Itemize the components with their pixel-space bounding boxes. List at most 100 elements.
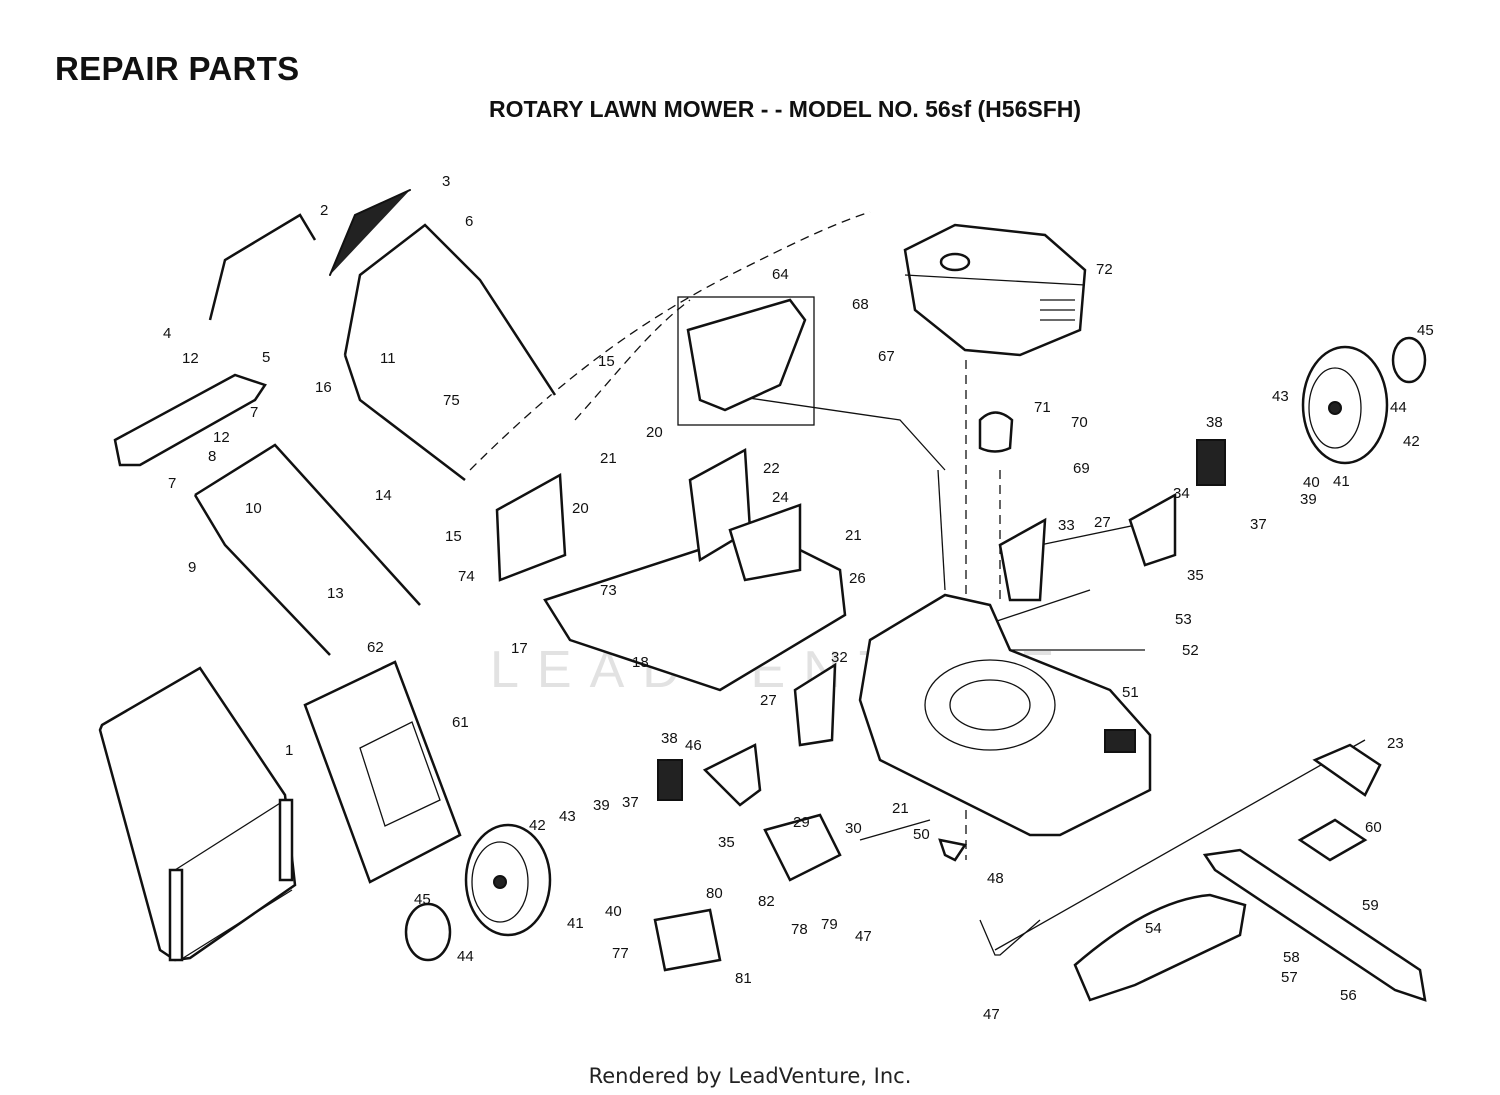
rear-adjuster-plate [1128, 492, 1177, 567]
callout-41b: 41 [567, 915, 584, 932]
callout-39b: 39 [593, 797, 610, 814]
callout-4: 4 [163, 325, 171, 342]
callout-12b: 12 [213, 429, 230, 446]
handle-grip [329, 189, 411, 276]
callout-20a: 20 [646, 424, 663, 441]
callout-58: 58 [1283, 949, 1300, 966]
bag-frame [303, 660, 462, 884]
blade-adapter [1297, 818, 1368, 862]
rear-axle-bracket-left [998, 517, 1047, 602]
page-title: REPAIR PARTS [55, 50, 300, 87]
callout-21b: 21 [845, 527, 862, 544]
front-hub-cap [404, 902, 452, 962]
blade-bolt-plate [1312, 743, 1382, 797]
callout-67: 67 [878, 348, 895, 365]
callout-14: 14 [375, 487, 392, 504]
callout-6: 6 [465, 213, 473, 230]
callout-30: 30 [845, 820, 862, 837]
callout-27a: 27 [1094, 514, 1111, 531]
callout-21c: 21 [892, 800, 909, 817]
rear-wheel [1301, 345, 1389, 465]
front-cover [763, 813, 842, 882]
callout-39a: 39 [1300, 491, 1317, 508]
callout-57: 57 [1281, 969, 1298, 986]
chute-flap [938, 838, 968, 862]
callout-38b: 38 [661, 730, 678, 747]
callout-64: 64 [772, 266, 789, 283]
rear-door [686, 298, 807, 412]
callout-77: 77 [612, 945, 629, 962]
callout-43a: 43 [1272, 388, 1289, 405]
front-axle-bracket [793, 662, 837, 747]
callout-26: 26 [849, 570, 866, 587]
callout-59: 59 [1362, 897, 1379, 914]
lower-handle [193, 443, 421, 656]
callout-3: 3 [442, 173, 450, 190]
callout-53: 53 [1175, 611, 1192, 628]
callout-47b: 47 [983, 1006, 1000, 1023]
callout-82: 82 [758, 893, 775, 910]
callout-79: 79 [821, 916, 838, 933]
fuel-cap-shell [653, 908, 722, 972]
callout-38a: 38 [1206, 414, 1223, 431]
chute-housing [728, 503, 802, 582]
mower-deck [858, 593, 1152, 837]
callout-70: 70 [1071, 414, 1088, 431]
callout-23: 23 [1387, 735, 1404, 752]
baffle-strip [1073, 893, 1247, 1002]
front-wheel [464, 823, 552, 937]
callout-73: 73 [600, 582, 617, 599]
callout-17: 17 [511, 640, 528, 657]
front-adjuster-plate [702, 743, 762, 807]
engine-pulley [978, 411, 1014, 453]
callout-80: 80 [706, 885, 723, 902]
callout-1: 1 [285, 742, 293, 759]
callout-8: 8 [208, 448, 216, 465]
callout-68: 68 [852, 296, 869, 313]
callout-16: 16 [315, 379, 332, 396]
callout-35b: 35 [718, 834, 735, 851]
callout-51: 51 [1122, 684, 1139, 701]
callout-41a: 41 [1333, 473, 1350, 490]
callout-12a: 12 [182, 350, 199, 367]
callout-43b: 43 [559, 808, 576, 825]
callout-74: 74 [458, 568, 475, 585]
callout-45b: 45 [414, 891, 431, 908]
rear-door-inset-box [677, 296, 815, 426]
callout-27b: 27 [760, 692, 777, 709]
callout-7b: 7 [168, 475, 176, 492]
callout-15a: 15 [598, 353, 615, 370]
callout-75: 75 [443, 392, 460, 409]
callout-13: 13 [327, 585, 344, 602]
rear-adjuster-knob [1196, 439, 1226, 486]
callout-9: 9 [188, 559, 196, 576]
callout-21a: 21 [600, 450, 617, 467]
assembly-lines [469, 211, 1366, 956]
callout-45a: 45 [1417, 322, 1434, 339]
rear-hub-cap [1391, 336, 1427, 384]
callout-2: 2 [320, 202, 328, 219]
callout-37a: 37 [1250, 516, 1267, 533]
callout-71: 71 [1034, 399, 1051, 416]
blade [1202, 848, 1427, 1002]
callout-56: 56 [1340, 987, 1357, 1004]
callout-61: 61 [452, 714, 469, 731]
callout-20b: 20 [572, 500, 589, 517]
callout-42a: 42 [1403, 433, 1420, 450]
callout-69: 69 [1073, 460, 1090, 477]
callout-44a: 44 [1390, 399, 1407, 416]
callout-54: 54 [1145, 920, 1162, 937]
callout-44b: 44 [457, 948, 474, 965]
callout-24: 24 [772, 489, 789, 506]
footer-credit: Rendered by LeadVenture, Inc. [588, 1064, 912, 1088]
front-adjuster-knob [657, 759, 683, 801]
callout-35a: 35 [1187, 567, 1204, 584]
deflector-plate [495, 472, 567, 582]
callout-40b: 40 [605, 903, 622, 920]
callout-78: 78 [791, 921, 808, 938]
callout-10: 10 [245, 500, 262, 517]
grass-bag [98, 666, 297, 962]
callout-5: 5 [262, 349, 270, 366]
callout-48: 48 [987, 870, 1004, 887]
